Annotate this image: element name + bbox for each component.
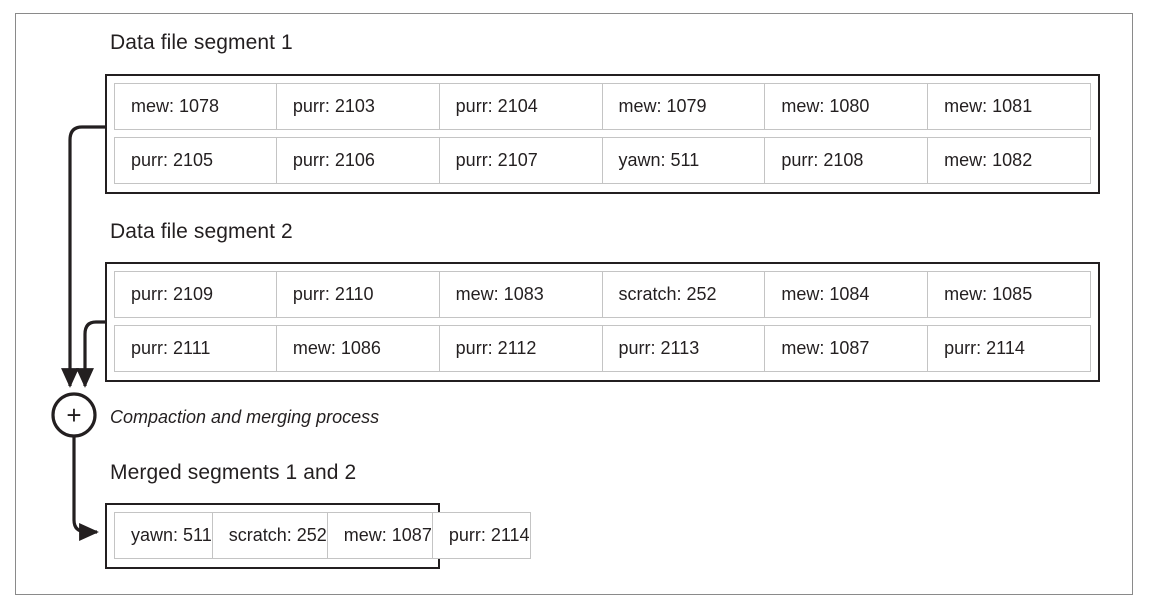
plus-icon: +	[66, 400, 82, 430]
segment-1-cell-0-4: mew: 1080	[765, 83, 929, 130]
segment-1-title: Data file segment 1	[110, 31, 293, 54]
merge-process-caption: Compaction and merging process	[110, 407, 380, 427]
segment-1-cell-0-2: purr: 2104	[439, 83, 603, 130]
segment-1-cell-1-3: yawn: 511	[602, 137, 766, 184]
segment-1-cell-1-4: purr: 2108	[765, 137, 929, 184]
segment-2-title: Data file segment 2	[110, 220, 293, 243]
merged-cell-0-0: yawn: 511	[114, 512, 213, 559]
segment-1-box: mew: 1078 purr: 2103 purr: 2104 mew: 107…	[105, 74, 1100, 194]
segment-2-cell-1-3: purr: 2113	[602, 325, 766, 372]
segment-1-cell-1-0: purr: 2105	[114, 137, 277, 184]
merged-segments-title: Merged segments 1 and 2	[110, 461, 357, 484]
merged-cell-0-1: scratch: 252	[212, 512, 328, 559]
segment-1-cell-1-5: mew: 1082	[928, 137, 1091, 184]
segment-2-row-2: purr: 2111 mew: 1086 purr: 2112 purr: 21…	[114, 325, 1091, 372]
merged-cell-0-2: mew: 1087	[327, 512, 433, 559]
merged-segments-box: yawn: 511 scratch: 252 mew: 1087 purr: 2…	[105, 503, 531, 569]
segment-2-box: purr: 2109 purr: 2110 mew: 1083 scratch:…	[105, 262, 1100, 382]
segment-1-cell-1-1: purr: 2106	[276, 137, 440, 184]
segment-1-cell-1-2: purr: 2107	[439, 137, 603, 184]
segment-1-cell-0-3: mew: 1079	[602, 83, 766, 130]
merged-cell-0-3: purr: 2114	[432, 512, 531, 559]
segment-2-cell-0-1: purr: 2110	[276, 271, 440, 318]
segment-2-cell-0-5: mew: 1085	[928, 271, 1091, 318]
segment-1-row-2: purr: 2105 purr: 2106 purr: 2107 yawn: 5…	[114, 137, 1091, 184]
segment-1-cell-0-1: purr: 2103	[276, 83, 440, 130]
segment-2-cell-1-4: mew: 1087	[765, 325, 929, 372]
segment-2-cell-0-0: purr: 2109	[114, 271, 277, 318]
segment-2-cell-0-2: mew: 1083	[439, 271, 603, 318]
segment-2-cell-1-1: mew: 1086	[276, 325, 440, 372]
segment-2-cell-0-3: scratch: 252	[602, 271, 766, 318]
merged-row-1: yawn: 511 scratch: 252 mew: 1087 purr: 2…	[114, 512, 531, 559]
segment-1-row-1: mew: 1078 purr: 2103 purr: 2104 mew: 107…	[114, 83, 1091, 130]
segment-2-cell-1-5: purr: 2114	[928, 325, 1091, 372]
segment-2-cell-0-4: mew: 1084	[765, 271, 929, 318]
segment-2-cell-1-0: purr: 2111	[114, 325, 277, 372]
segment-1-cell-0-5: mew: 1081	[928, 83, 1091, 130]
segment-2-row-1: purr: 2109 purr: 2110 mew: 1083 scratch:…	[114, 271, 1091, 318]
segment-1-cell-0-0: mew: 1078	[114, 83, 277, 130]
segment-2-cell-1-2: purr: 2112	[439, 325, 603, 372]
